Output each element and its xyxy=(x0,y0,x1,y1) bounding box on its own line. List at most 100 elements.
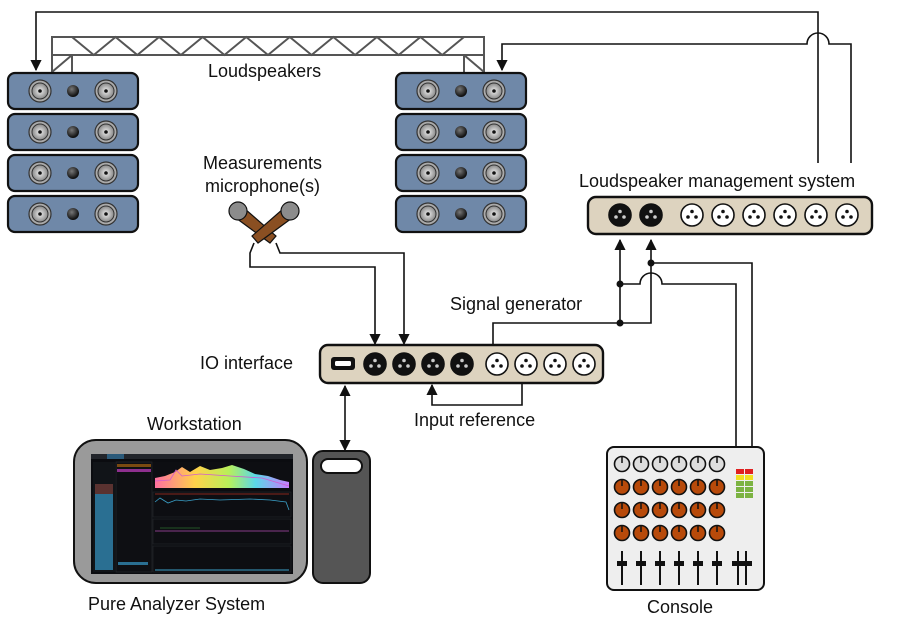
level-meter-segment xyxy=(736,481,744,486)
input-reference-label: Input reference xyxy=(414,410,535,430)
xlr-output-connector xyxy=(392,352,416,376)
fader-cap xyxy=(693,561,703,566)
console-gain-knob xyxy=(651,455,669,473)
input-reference-wire xyxy=(426,383,523,406)
console-eq-knob xyxy=(670,501,688,519)
tweeter-driver xyxy=(455,85,467,97)
lms-to-right-stack-wire xyxy=(496,32,852,163)
right-loudspeaker-stack xyxy=(394,71,528,234)
fader-cap xyxy=(674,561,684,566)
loudspeaker-cabinet xyxy=(394,112,528,152)
tweeter-driver xyxy=(455,208,467,220)
console-eq-knob xyxy=(613,478,631,496)
system-name-label: Pure Analyzer System xyxy=(88,594,265,614)
level-meter-segment xyxy=(745,493,753,498)
console-eq-knob xyxy=(708,478,726,496)
console-eq-knob xyxy=(651,524,669,542)
xlr-output-connector xyxy=(450,352,474,376)
level-meter-segment xyxy=(745,475,753,480)
truss xyxy=(51,35,485,73)
io-interface xyxy=(318,343,605,385)
console-eq-knob xyxy=(689,478,707,496)
console-eq-knob xyxy=(651,478,669,496)
console-eq-knob xyxy=(632,524,650,542)
woofer-driver xyxy=(28,161,52,185)
level-meter-segment xyxy=(736,493,744,498)
measurement-microphones xyxy=(228,201,300,244)
level-meter-segment xyxy=(745,487,753,492)
io-interface-label: IO interface xyxy=(200,353,293,373)
xlr-output-connector xyxy=(363,352,387,376)
woofer-driver xyxy=(28,202,52,226)
console-eq-knob xyxy=(708,524,726,542)
xlr-output-connector xyxy=(421,352,445,376)
console-gain-knob xyxy=(689,455,707,473)
loudspeaker-cabinet xyxy=(6,71,140,111)
measurement-mic-label-line2: microphone(s) xyxy=(205,176,320,196)
measurement-mic-label-line1: Measurements xyxy=(203,153,322,173)
tweeter-driver xyxy=(67,208,79,220)
tweeter-driver xyxy=(455,167,467,179)
console-eq-knob xyxy=(613,524,631,542)
left-loudspeaker-stack xyxy=(6,71,140,234)
truss-lattice xyxy=(71,35,465,57)
woofer-driver xyxy=(482,161,506,185)
loudspeakers-label: Loudspeakers xyxy=(208,61,321,81)
console-eq-knob xyxy=(689,501,707,519)
xlr-input-connector xyxy=(804,203,828,227)
xlr-input-connector xyxy=(742,203,766,227)
fader-cap xyxy=(712,561,722,566)
console-eq-knob xyxy=(670,478,688,496)
woofer-driver xyxy=(482,202,506,226)
xlr-input-connector xyxy=(711,203,735,227)
console-gain-knob xyxy=(613,455,631,473)
console-gain-knob xyxy=(670,455,688,473)
loudspeaker-cabinet xyxy=(394,194,528,234)
console-eq-knob xyxy=(632,478,650,496)
loudspeaker-cabinet xyxy=(394,71,528,111)
console-label: Console xyxy=(647,597,713,617)
usb-port xyxy=(331,357,355,370)
woofer-driver xyxy=(94,161,118,185)
level-meter-segment xyxy=(736,475,744,480)
lms-to-left-stack-wire xyxy=(30,11,819,163)
loudspeaker-cabinet xyxy=(394,153,528,193)
woofer-driver xyxy=(94,79,118,103)
tweeter-driver xyxy=(67,85,79,97)
woofer-driver xyxy=(416,161,440,185)
woofer-driver xyxy=(416,120,440,144)
woofer-driver xyxy=(416,79,440,103)
console-to-lms-wires xyxy=(620,262,753,447)
signal-generator-label: Signal generator xyxy=(450,294,582,314)
xlr-output-connector xyxy=(608,203,632,227)
woofer-driver xyxy=(482,120,506,144)
analyzer-screen xyxy=(91,454,293,574)
console-eq-knob xyxy=(613,501,631,519)
console-eq-knob xyxy=(651,501,669,519)
woofer-driver xyxy=(482,79,506,103)
console-eq-knob xyxy=(670,524,688,542)
mixing-console xyxy=(606,446,765,591)
loudspeaker-cabinet xyxy=(6,153,140,193)
console-gain-knob xyxy=(632,455,650,473)
fader-cap xyxy=(617,561,627,566)
woofer-driver xyxy=(416,202,440,226)
tweeter-driver xyxy=(67,126,79,138)
fader-cap xyxy=(655,561,665,566)
loudspeaker-management-system xyxy=(586,195,874,236)
level-meter-segment xyxy=(745,481,753,486)
console-gain-knob xyxy=(708,455,726,473)
mic-to-io-wires xyxy=(249,242,410,346)
level-meter-segment xyxy=(745,469,753,474)
console-eq-knob xyxy=(632,501,650,519)
level-meter-segment xyxy=(736,487,744,492)
console-eq-knob xyxy=(708,501,726,519)
xlr-input-connector xyxy=(680,203,704,227)
woofer-driver xyxy=(94,202,118,226)
console-eq-knob xyxy=(689,524,707,542)
xlr-input-connector xyxy=(572,352,596,376)
tweeter-driver xyxy=(67,167,79,179)
signal-generator-wire xyxy=(492,238,657,344)
xlr-input-connector xyxy=(835,203,859,227)
